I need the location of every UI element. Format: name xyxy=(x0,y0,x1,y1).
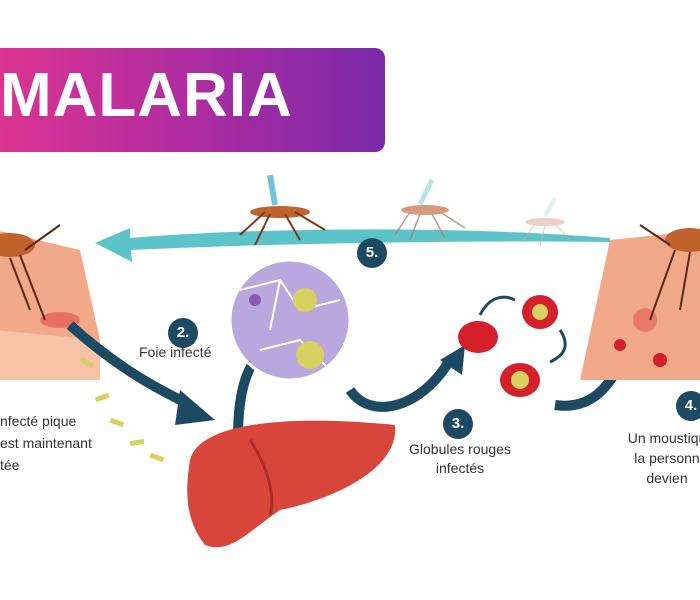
step-1-line: nfecté pique xyxy=(0,413,77,429)
step-4-label: Un moustiqu la personn devien xyxy=(612,428,700,488)
skin-block-left xyxy=(0,224,100,380)
step-3-line: Globules rouges xyxy=(409,441,511,457)
mosquito-icon xyxy=(239,174,326,246)
step-5-badge: 5. xyxy=(357,238,387,268)
red-blood-cells xyxy=(458,295,558,397)
skin-block-right xyxy=(580,224,700,380)
step-4-badge: 4. xyxy=(676,391,700,421)
step-2-badge: 2. xyxy=(168,318,198,348)
sporozoites xyxy=(79,356,165,463)
step-4-line: la personn xyxy=(634,450,700,466)
step-2-label: Foie infecté xyxy=(139,344,212,360)
teal-return-arrow xyxy=(95,228,610,262)
step-1-line: est maintenant xyxy=(0,435,92,451)
step-1-label: nfecté pique est maintenant tée xyxy=(0,410,92,476)
liver-icon xyxy=(187,420,396,548)
step-3-label: Globules rouges infectés xyxy=(400,440,520,478)
small-arrows xyxy=(478,295,567,364)
liver-cells-magnified xyxy=(228,258,352,382)
step-3-badge: 3. xyxy=(443,409,473,439)
step-1-line: tée xyxy=(0,457,20,473)
step-3-line: infectés xyxy=(435,460,485,476)
mosquito-icon xyxy=(394,178,466,241)
mosquito-icon xyxy=(521,197,571,247)
step-4-line: Un moustiqu xyxy=(627,430,700,446)
page-title: MALARIA xyxy=(0,61,293,130)
title-banner xyxy=(0,48,385,152)
step-4-line: devien xyxy=(646,470,688,486)
